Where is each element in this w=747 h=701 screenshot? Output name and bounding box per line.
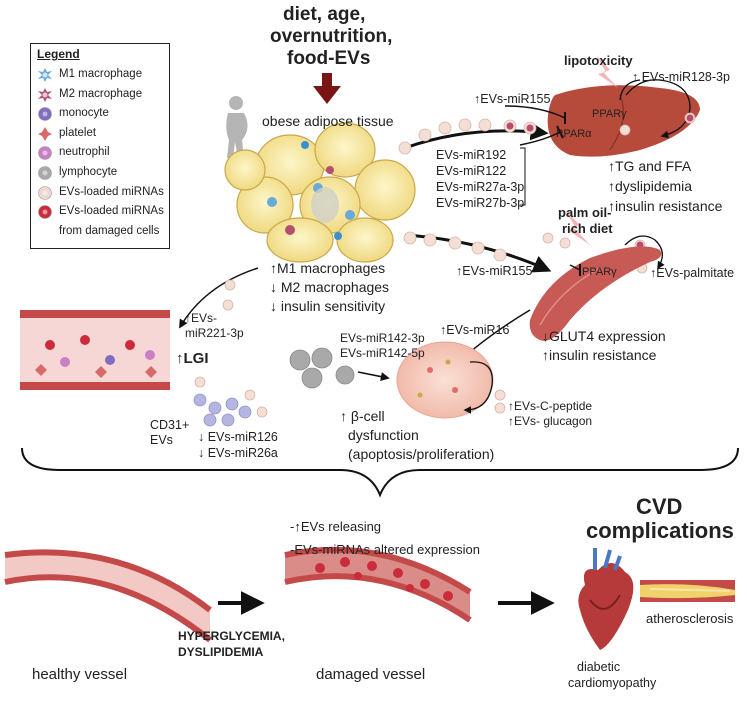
- legend-title: Legend: [37, 47, 80, 61]
- legend-item-label: platelet: [59, 126, 97, 139]
- change-2: -EVs-miRNAs altered expression: [290, 542, 481, 557]
- adipose-tissue: [224, 122, 416, 263]
- pancreas-ev-in-label: ↑EVs-miR16: [440, 323, 510, 337]
- legend-item-label: neutrophil: [59, 146, 110, 159]
- lipotoxicity-bolt-icon: [596, 55, 618, 88]
- muscle-ev-in-label: ↑EVs-miR155: [456, 264, 533, 278]
- muscle-diet-1: palm oil-: [558, 205, 612, 220]
- adipose-macrophages: [267, 141, 355, 240]
- legend-item-label: M1 macrophage: [59, 68, 143, 80]
- lymph-mirna-2: EVs-miR142-5p: [340, 346, 425, 360]
- legend-item-label: from damaged cells: [59, 224, 160, 237]
- lymphocyte-cluster: [289, 347, 355, 389]
- vessel-mirna-1: ↓ EVs-miR126: [198, 430, 278, 444]
- neutrophil-icon: [37, 145, 53, 161]
- liver-organ: [547, 85, 700, 157]
- platelet-icon: [37, 126, 53, 142]
- cd31-label-2: EVs: [150, 433, 173, 447]
- liver-ppar-a: PPARα: [556, 128, 592, 140]
- liver-effect-3: ↑insulin resistance: [608, 198, 723, 214]
- muscle-effect-2: ↑insulin resistance: [542, 347, 657, 363]
- summary-brace: [21, 447, 739, 498]
- healthy-vessel-label: healthy vessel: [32, 666, 128, 683]
- pancreas-ev-out-1: ↑EVs-C-peptide: [508, 399, 593, 413]
- muscle-effect-1: ↓GLUT4 expression: [542, 328, 666, 344]
- damaged-vessel-label: damaged vessel: [316, 666, 426, 683]
- legend-item-label: lymphocyte: [59, 166, 118, 178]
- liver-ev-in-label: ↑EVs-miR155: [474, 92, 551, 106]
- cd31-label-1: CD31+: [150, 418, 190, 432]
- muscle-ppar-g: PPARγ: [582, 266, 617, 278]
- liver-mirna-4: EVs-miR27b-3p: [436, 196, 525, 210]
- adipose-effect-2: ↓ M2 macrophages: [270, 279, 390, 295]
- trigger-line-3: food-EVs: [287, 48, 371, 69]
- heart-icon: [578, 548, 634, 650]
- liver-mirna-1: EVs-miR192: [436, 148, 507, 162]
- stressor-2: DYSLIPIDEMIA: [178, 645, 264, 659]
- vessel-ev-label-2: miR221-3p: [185, 326, 244, 340]
- pancreas-effect-3: (apoptosis/proliferation): [348, 446, 495, 462]
- muscle-diet-2: rich diet: [562, 221, 613, 236]
- pancreas-effect-1: ↑ β-cell: [340, 408, 385, 424]
- blood-vessel-top: [20, 310, 170, 390]
- liver-ppar-g: PPARγ: [592, 108, 627, 120]
- healthy-vessel: [4, 549, 212, 643]
- adipose-tissue-label: obese adipose tissue: [262, 113, 394, 129]
- palm-oil-bolt-icon: [565, 210, 590, 245]
- monocyte-icon: [37, 106, 53, 122]
- pancreas-islet: [396, 341, 494, 419]
- cvd-title-1: CVD: [636, 494, 683, 519]
- cardio-label-1: diabetic: [577, 660, 621, 674]
- cvd-title-2: complications: [586, 518, 734, 543]
- stressor-1: HYPERGLYCEMIA,: [178, 629, 285, 643]
- vessel-mirna-2: ↓ EVs-miR26a: [198, 446, 278, 460]
- liver-mirna-3: EVs-miR27a-3p: [436, 180, 525, 194]
- pancreas-effect-2: dysfunction: [348, 427, 419, 443]
- vessel-ev-label-1: ↑EVs-: [185, 311, 218, 325]
- m2-macrophage-icon: [37, 87, 53, 103]
- liver-effect-1: ↑TG and FFA: [608, 158, 692, 174]
- muscle-ev-out-label: ↑EVs-palmitate: [650, 266, 735, 280]
- lgi-label: ↑LGI: [176, 350, 209, 367]
- trigger-line-2: overnutrition,: [270, 26, 393, 47]
- adipose-effect-1: ↑M1 macrophages: [270, 260, 386, 276]
- liver-mirna-2: EVs-miR122: [436, 164, 507, 178]
- lymph-mirna-1: EVs-miR142-3p: [340, 331, 425, 345]
- pancreas-ev-out-2: ↑EVs- glucagon: [508, 414, 593, 428]
- legend-item-label: EVs-loaded miRNAs: [59, 185, 164, 198]
- lymphocyte-icon: [37, 165, 53, 181]
- m1-macrophage-icon: [37, 67, 53, 83]
- atherosclerosis-artery-icon: [640, 580, 735, 602]
- obese-person-icon: [226, 96, 248, 158]
- adipose-effect-3: ↓ insulin sensitivity: [270, 298, 386, 314]
- legend-item-label: monocyte: [59, 107, 109, 120]
- legend-box: Legend M1 macrophage M2 macrophage monocyt…: [30, 43, 170, 249]
- ev-mirna-icon: [37, 185, 53, 201]
- liver-ev-out-label: ↑ EVs-miR128-3p: [632, 70, 730, 84]
- ev-damaged-mirna-icon: [37, 204, 53, 220]
- lipotoxicity-label: lipotoxicity: [564, 53, 633, 68]
- trigger-arrow: [313, 73, 341, 104]
- cardio-label-2: cardiomyopathy: [568, 676, 657, 690]
- cd31-ev-cluster: [193, 393, 252, 427]
- damaged-vessel: [284, 546, 472, 623]
- change-1: -↑EVs releasing: [290, 519, 382, 534]
- athero-label: atherosclerosis: [646, 611, 734, 626]
- muscle-organ: [529, 246, 662, 341]
- legend-item-label: M2 macrophage: [59, 87, 143, 100]
- legend-item-label: EVs-loaded miRNAs: [59, 205, 164, 218]
- liver-effect-2: ↑dyslipidemia: [608, 178, 693, 194]
- trigger-line-1: diet, age,: [283, 4, 366, 25]
